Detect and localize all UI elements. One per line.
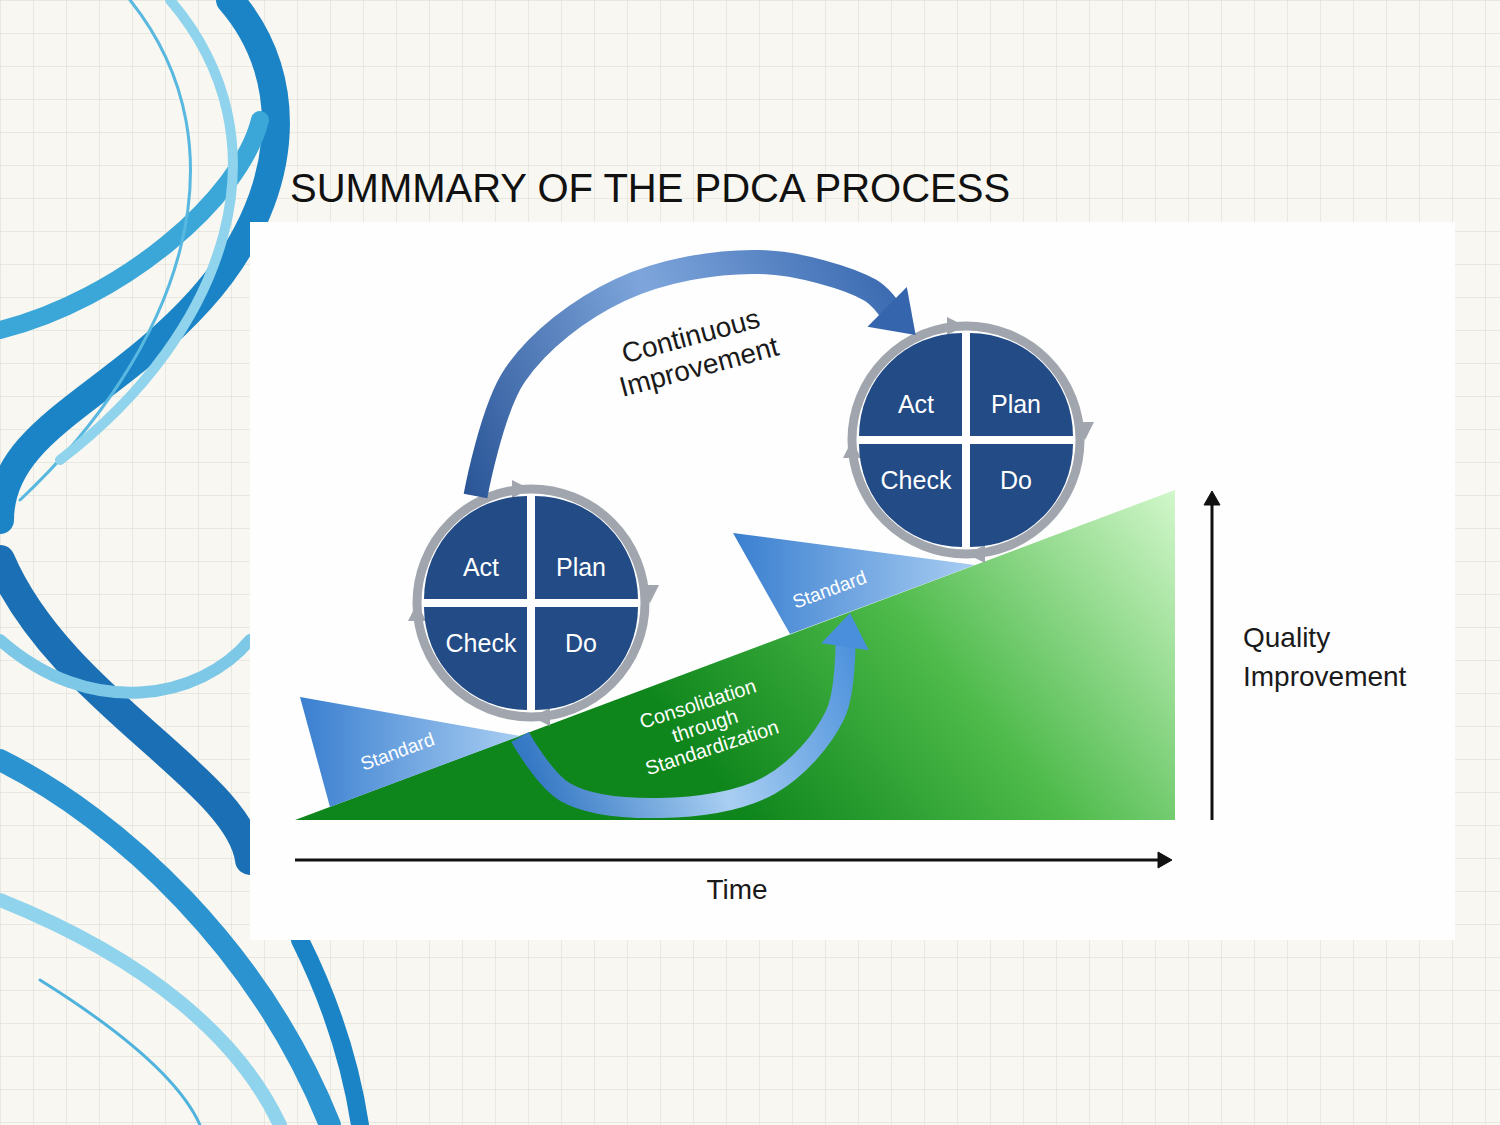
swirl xyxy=(0,560,250,860)
quality-ramp xyxy=(295,490,1175,820)
pdca-quadrant-shape xyxy=(970,333,1073,436)
pdca-quadrant-shape xyxy=(859,333,962,436)
axis-label: Quality Improvement xyxy=(1243,618,1443,696)
cycle-ring xyxy=(852,326,1080,554)
ring-arrowhead xyxy=(967,545,985,563)
swirl xyxy=(0,900,280,1125)
axis-arrowhead xyxy=(1158,852,1172,868)
image-panel xyxy=(250,222,1455,940)
wedge-fill xyxy=(300,697,520,807)
phase-label: Do xyxy=(1000,466,1032,495)
swirl xyxy=(300,940,360,1125)
connector-group xyxy=(520,613,869,808)
pdca-quadrant: Act xyxy=(859,333,962,436)
pdca-quadrant-shape xyxy=(535,496,638,599)
axis-arrowhead xyxy=(1204,491,1220,505)
pdca-quadrant-shape xyxy=(859,444,962,547)
standard-wedge: Standard xyxy=(733,533,975,634)
phase-label: Check xyxy=(881,466,952,495)
wedge-fill xyxy=(733,533,975,634)
phase-label: Act xyxy=(898,390,934,419)
quadrant-fill xyxy=(859,333,962,436)
phase-label: Plan xyxy=(556,553,606,582)
cycle-ring xyxy=(417,489,645,717)
pdca-quadrant: Plan xyxy=(535,496,638,599)
pdca-quadrant: Check xyxy=(859,444,962,547)
ring-arrowhead xyxy=(512,480,530,498)
quadrant-fill xyxy=(970,444,1073,547)
axis-label: Time xyxy=(706,870,767,909)
phase-label: Act xyxy=(463,553,499,582)
phase-label: Check xyxy=(446,629,517,658)
pdca-quadrant-shape xyxy=(535,607,638,710)
quadrant-fill xyxy=(859,444,962,547)
pdca-quadrant-shape xyxy=(970,444,1073,547)
quadrant-fill xyxy=(535,607,638,710)
ring-arrowhead xyxy=(641,585,659,603)
pdca-quadrant-shape xyxy=(424,496,527,599)
phase-label: Do xyxy=(565,629,597,658)
quadrant-fill xyxy=(970,333,1073,436)
cycle-ring xyxy=(843,317,1094,563)
pdca-quadrant: Check xyxy=(424,607,527,710)
ring-arrowhead xyxy=(408,603,426,621)
swirl xyxy=(0,640,250,693)
axes xyxy=(295,491,1220,868)
quality-axis xyxy=(1211,498,1214,820)
pdca-quadrant-shape xyxy=(424,607,527,710)
ring-arrowhead xyxy=(532,708,550,726)
ring-arrowhead xyxy=(1076,422,1094,440)
swirl xyxy=(0,0,276,520)
quadrant-fill xyxy=(424,496,527,599)
swirl xyxy=(60,0,233,460)
time-axis xyxy=(295,859,1165,862)
ring-arrowhead xyxy=(843,440,861,458)
swirl xyxy=(40,980,200,1125)
pdca-quadrant: Act xyxy=(424,496,527,599)
standard-wedge: Standard xyxy=(300,697,520,807)
ring-arrowhead xyxy=(947,317,965,335)
connector-group xyxy=(476,262,916,496)
arrowhead xyxy=(868,287,916,335)
quadrant-fill xyxy=(535,496,638,599)
phase-label: Plan xyxy=(991,390,1041,419)
pdca-quadrant: Do xyxy=(970,444,1073,547)
cycle-ring xyxy=(408,480,659,726)
slide-title: SUMMMARY OF THE PDCA PROCESS xyxy=(290,166,1010,211)
improvement-arrow xyxy=(476,262,890,496)
quadrant-fill xyxy=(424,607,527,710)
pdca-quadrant: Do xyxy=(535,607,638,710)
pdca-quadrant: Plan xyxy=(970,333,1073,436)
